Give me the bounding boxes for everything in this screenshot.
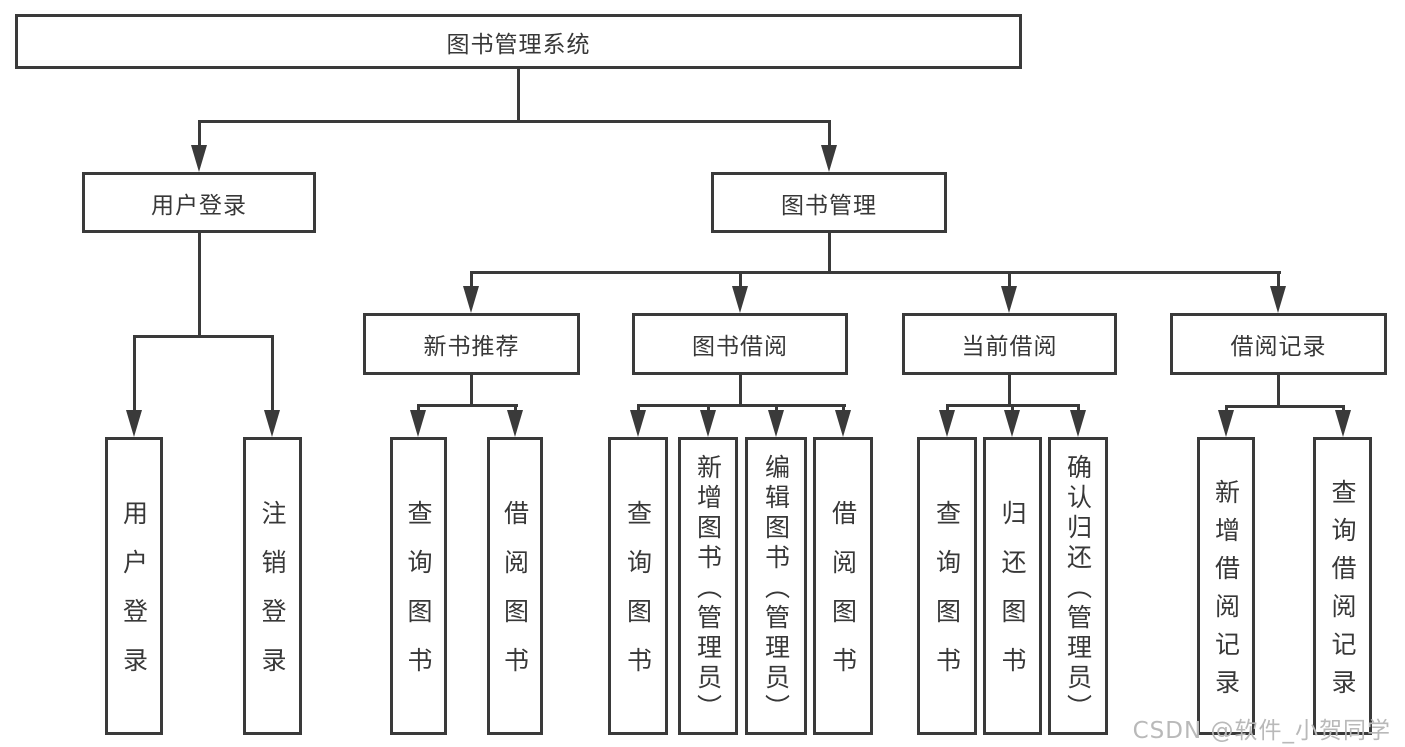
csdn-watermark: CSDN @软件_小贺同学 <box>1132 718 1391 744</box>
node-label: 查询图书 <box>623 500 653 696</box>
node-label: 当前借阅 <box>961 334 1058 360</box>
node-label: 查询图书 <box>404 500 433 696</box>
arrowhead-down <box>1218 410 1234 437</box>
node-label: 图书管理 <box>781 192 877 219</box>
node-label: 图书管理系统 <box>446 31 591 58</box>
node-label: 新增图书（管理员） <box>693 453 723 724</box>
arrowhead-down <box>1335 410 1351 437</box>
connector-vline <box>470 375 473 407</box>
node-confirm-return-admin: 确认归还（管理员） <box>1048 437 1108 735</box>
node-label: 借阅图书 <box>828 500 858 696</box>
node-user-login: 用户登录 <box>82 172 316 233</box>
connector-vline <box>470 271 473 289</box>
node-label: 新增借阅记录 <box>1211 478 1241 707</box>
node-user-login-leaf: 用户登录 <box>105 437 163 735</box>
connector-hline <box>133 335 274 338</box>
arrowhead-down <box>463 286 479 313</box>
arrowhead-down <box>768 410 784 437</box>
node-label: 归还图书 <box>998 500 1027 696</box>
arrowhead-down <box>410 410 426 437</box>
connector-vline <box>198 120 201 148</box>
connector-hline <box>470 271 1281 274</box>
node-label: 新书推荐 <box>423 334 520 360</box>
node-label: 注销登录 <box>258 500 287 696</box>
arrowhead-down <box>1001 286 1017 313</box>
node-return-books: 归还图书 <box>983 437 1042 735</box>
node-label: 图书借阅 <box>692 334 788 360</box>
node-label: 查询借阅记录 <box>1328 478 1357 707</box>
node-logout-login: 注销登录 <box>243 437 302 735</box>
connector-vline <box>828 233 831 273</box>
node-label: 用户登录 <box>151 192 247 219</box>
connector-vline <box>828 120 831 148</box>
arrowhead-down <box>700 410 716 437</box>
node-current-borrowing: 当前借阅 <box>902 313 1117 375</box>
arrowhead-down <box>1270 286 1286 313</box>
connector-vline <box>1008 375 1011 407</box>
arrowhead-down <box>507 410 523 437</box>
node-label: 编辑图书（管理员） <box>761 453 791 724</box>
arrowhead-down <box>1004 410 1020 437</box>
node-label: 用户登录 <box>119 500 149 696</box>
node-add-borrow-record: 新增借阅记录 <box>1197 437 1255 735</box>
node-new-book-recommendation: 新书推荐 <box>363 313 580 375</box>
arrowhead-down <box>939 410 955 437</box>
arrowhead-down <box>732 286 748 313</box>
node-query-books-current: 查询图书 <box>917 437 977 735</box>
connector-vline <box>739 271 742 289</box>
node-label: 确认归还（管理员） <box>1063 453 1093 724</box>
node-borrowing-records: 借阅记录 <box>1170 313 1387 375</box>
connector-vline <box>198 233 201 337</box>
node-label: 借阅记录 <box>1230 334 1327 360</box>
connector-hline <box>637 404 846 407</box>
node-label: 借阅图书 <box>500 500 530 696</box>
node-borrow-books-recommend: 借阅图书 <box>487 437 543 735</box>
connector-hline <box>1225 405 1344 408</box>
node-book-borrowing: 图书借阅 <box>632 313 848 375</box>
arrowhead-down <box>821 145 837 172</box>
node-edit-book-admin: 编辑图书（管理员） <box>745 437 807 735</box>
connector-hline <box>198 120 831 123</box>
node-borrow-books: 借阅图书 <box>813 437 873 735</box>
connector-vline <box>1277 375 1280 407</box>
node-book-management: 图书管理 <box>711 172 947 233</box>
node-label: 查询图书 <box>932 500 962 696</box>
connector-vline <box>1008 271 1011 289</box>
arrowhead-down <box>835 410 851 437</box>
arrowhead-down <box>191 145 207 172</box>
connector-vline <box>271 335 274 413</box>
arrowhead-down <box>1070 410 1086 437</box>
connector-vline <box>739 375 742 407</box>
arrowhead-down <box>126 410 142 437</box>
node-library-management-system: 图书管理系统 <box>15 14 1022 69</box>
arrowhead-down <box>264 410 280 437</box>
node-query-books-borrowing: 查询图书 <box>608 437 668 735</box>
arrowhead-down <box>630 410 646 437</box>
connector-hline <box>417 404 518 407</box>
node-query-books-recommend: 查询图书 <box>390 437 447 735</box>
connector-vline <box>133 335 136 413</box>
node-query-borrow-record: 查询借阅记录 <box>1313 437 1372 735</box>
node-add-book-admin: 新增图书（管理员） <box>678 437 738 735</box>
connector-vline <box>517 69 520 122</box>
connector-vline <box>1277 271 1280 289</box>
